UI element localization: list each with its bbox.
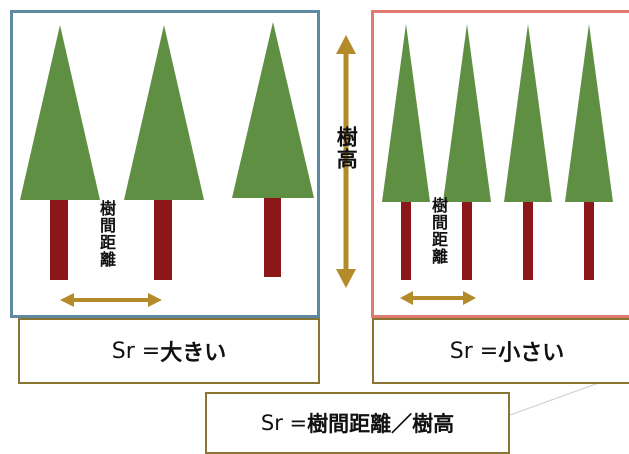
tree-trunk bbox=[264, 195, 281, 277]
tree-crown bbox=[232, 22, 314, 198]
tree-left-1 bbox=[20, 25, 100, 280]
caption-value: 大きい bbox=[160, 341, 227, 366]
wide-spacing-panel bbox=[10, 10, 320, 318]
tree-left-2 bbox=[124, 25, 204, 280]
tree-trunk bbox=[50, 198, 68, 280]
tree-left-3 bbox=[232, 22, 314, 277]
tree-trunk bbox=[154, 198, 172, 280]
formula-expression: 樹間距離／樹高 bbox=[307, 412, 455, 436]
formula-prefix: Sr = bbox=[260, 411, 308, 435]
spacing-arrow-right bbox=[400, 291, 476, 305]
height-arrow bbox=[336, 35, 356, 288]
caption-value: 小さい bbox=[498, 341, 565, 366]
narrow-spacing-panel bbox=[371, 10, 629, 318]
caption-large: Sr = 大きい bbox=[18, 318, 320, 384]
tree-right-4 bbox=[565, 24, 613, 280]
caption-small: Sr = 小さい bbox=[372, 318, 629, 384]
formula-box: Sr = 樹間距離／樹高 bbox=[205, 392, 510, 454]
caption-prefix: Sr = bbox=[111, 338, 161, 364]
spacing-arrow-left bbox=[60, 293, 162, 307]
caption-prefix: Sr = bbox=[449, 338, 499, 364]
tree-height-label: 樹高 bbox=[334, 126, 359, 170]
tree-crown bbox=[124, 25, 204, 200]
tree-crown bbox=[20, 25, 100, 200]
tree-right-3 bbox=[504, 24, 552, 280]
tree-right-2 bbox=[443, 24, 491, 280]
tree-right-1 bbox=[382, 24, 430, 280]
spacing-label-left: 樹間距離 bbox=[97, 200, 116, 268]
spacing-label-right: 樹間距離 bbox=[429, 197, 448, 265]
